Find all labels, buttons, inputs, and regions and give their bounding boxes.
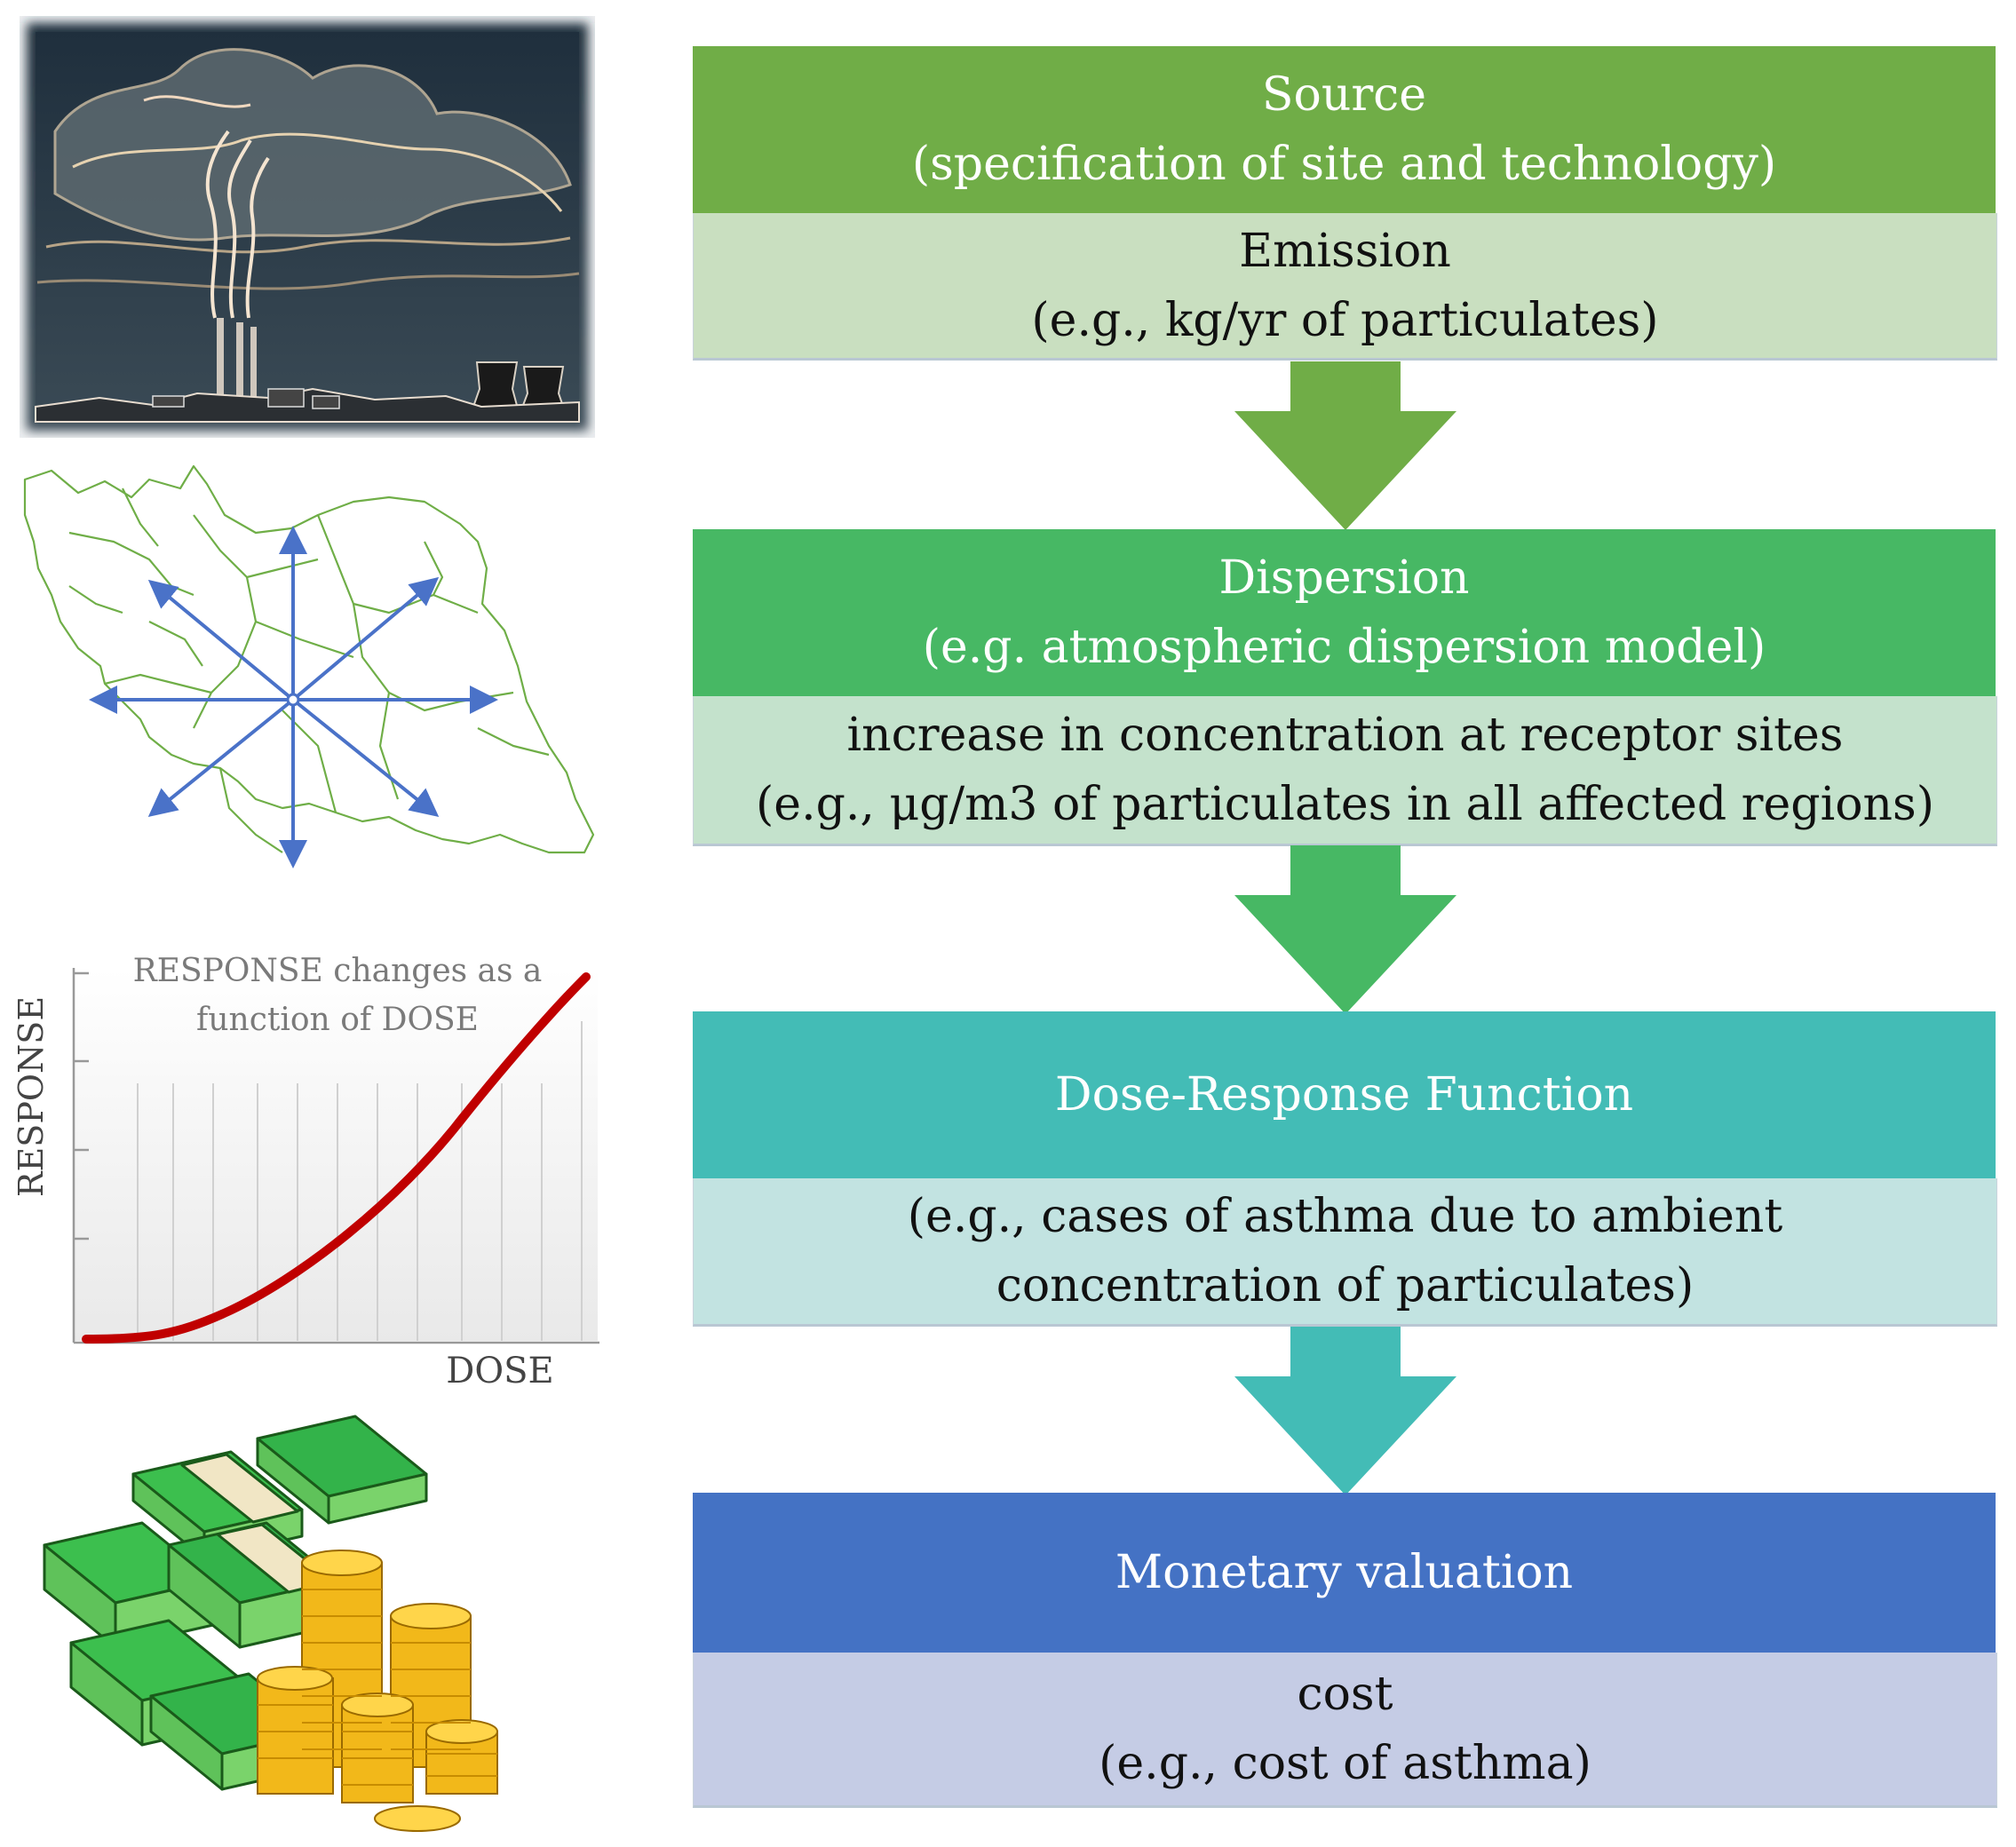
emission-note: (e.g., kg/yr of particulates) — [1031, 293, 1659, 347]
money-icon — [43, 1415, 498, 1832]
asthma-cases-line2: concentration of particulates) — [996, 1259, 1695, 1312]
cost-title: cost — [1297, 1668, 1393, 1721]
source-title: Source — [1261, 68, 1427, 122]
dose-response-chart: RESPONSE changes as a function of DOSE R… — [12, 953, 599, 1391]
concentration-title: increase in concentration at receptor si… — [846, 709, 1844, 762]
emission-box: Emission (e.g., kg/yr of particulates) — [693, 213, 1997, 361]
monetary-title: Monetary valuation — [1115, 1546, 1574, 1599]
dose-response-title: Dose-Response Function — [1054, 1068, 1634, 1122]
map-dispersion-icon — [23, 464, 595, 868]
source-subtitle: (specification of site and technology) — [911, 138, 1777, 191]
cost-note: (e.g., cost of asthma) — [1099, 1737, 1591, 1790]
emission-title: Emission — [1239, 224, 1451, 278]
cost-box: cost (e.g., cost of asthma) — [693, 1653, 1997, 1808]
chart-annotation-line1: RESPONSE changes as a — [133, 953, 543, 989]
asthma-cases-line1: (e.g., cases of asthma due to ambient — [907, 1190, 1783, 1243]
chart-xlabel: DOSE — [446, 1351, 553, 1391]
arrow-down-2 — [1234, 845, 1456, 1014]
concentration-note: (e.g., μg/m3 of particulates in all affe… — [756, 778, 1934, 831]
dispersion-subtitle: (e.g. atmospheric dispersion model) — [922, 621, 1766, 674]
dispersion-title: Dispersion — [1218, 551, 1470, 605]
power-plant-image — [20, 16, 595, 438]
source-header: Source (specification of site and techno… — [693, 46, 1996, 213]
dispersion-header: Dispersion (e.g. atmospheric dispersion … — [693, 529, 1996, 696]
asthma-cases-box: (e.g., cases of asthma due to ambient co… — [693, 1178, 1997, 1327]
chart-ylabel: RESPONSE — [12, 996, 51, 1197]
arrow-down-1 — [1234, 361, 1456, 530]
concentration-box: increase in concentration at receptor si… — [693, 696, 1997, 846]
dose-response-header: Dose-Response Function — [693, 1011, 1996, 1178]
chart-annotation-line2: function of DOSE — [196, 1002, 479, 1038]
monetary-header: Monetary valuation — [693, 1493, 1996, 1653]
arrow-down-3 — [1234, 1327, 1456, 1495]
